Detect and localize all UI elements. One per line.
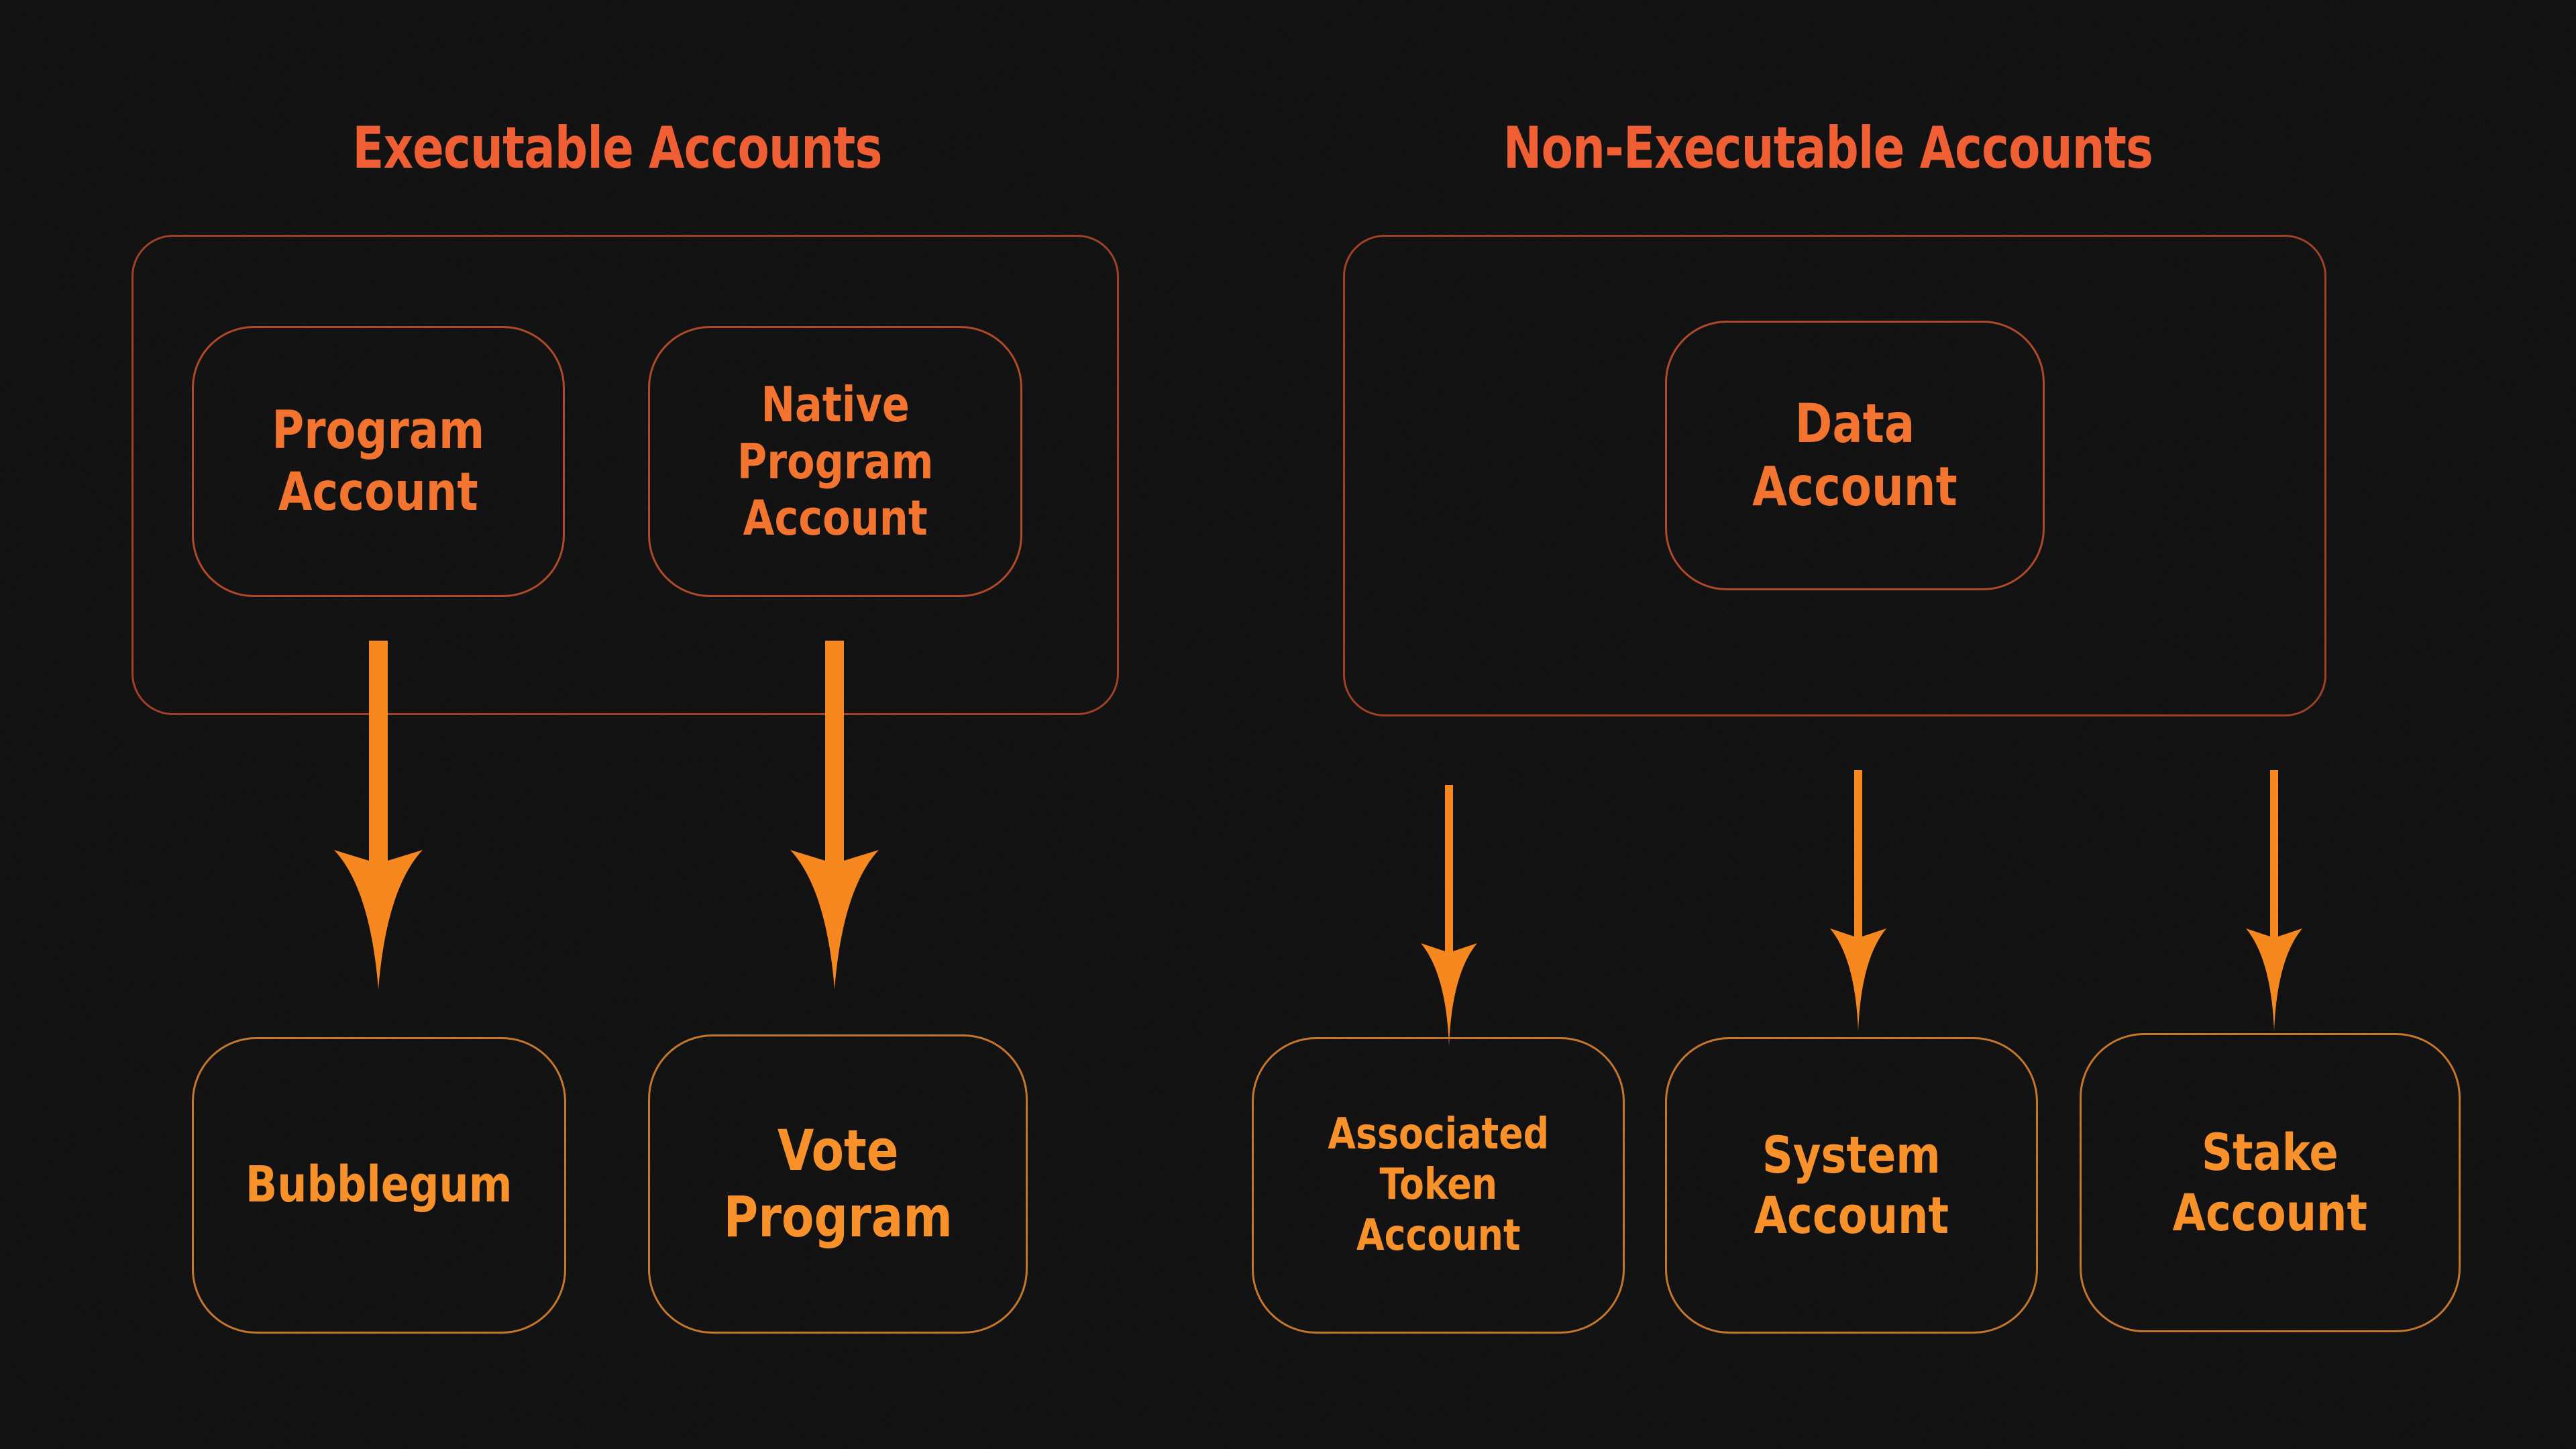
node-program-account[interactable]: Program Account — [192, 326, 565, 597]
arrow-data-account-to-stake-account — [2246, 770, 2302, 1032]
node-system-account-label: System Account — [1754, 1125, 1949, 1245]
node-native-program-account-label: Native Program Account — [737, 376, 934, 547]
node-stake-account-label: Stake Account — [2172, 1122, 2368, 1242]
group-non-executable-accounts — [1343, 235, 2326, 716]
node-system-account[interactable]: System Account — [1665, 1037, 2038, 1334]
node-native-program-account[interactable]: Native Program Account — [648, 326, 1022, 597]
node-vote-program-label: Vote Program — [723, 1117, 953, 1250]
arrow-data-account-to-system-account — [1830, 770, 1886, 1032]
heading-executable-accounts: Executable Accounts — [352, 115, 882, 182]
node-stake-account[interactable]: Stake Account — [2080, 1033, 2461, 1332]
node-vote-program[interactable]: Vote Program — [648, 1034, 1028, 1334]
node-associated-token-account-label: Associated Token Account — [1328, 1109, 1549, 1260]
heading-non-executable-accounts: Non-Executable Accounts — [1503, 115, 2153, 182]
group-executable-accounts — [131, 235, 1119, 715]
arrow-native-program-account-to-vote-program — [790, 641, 879, 989]
node-data-account-label: Data Account — [1752, 392, 1957, 518]
node-data-account[interactable]: Data Account — [1665, 321, 2045, 590]
node-bubblegum[interactable]: Bubblegum — [192, 1037, 566, 1334]
arrow-program-account-to-bubblegum — [334, 641, 423, 989]
node-bubblegum-label: Bubblegum — [246, 1156, 513, 1214]
node-associated-token-account[interactable]: Associated Token Account — [1252, 1037, 1625, 1334]
node-program-account-label: Program Account — [272, 400, 485, 523]
arrow-data-account-to-associated-token-account — [1421, 785, 1477, 1046]
